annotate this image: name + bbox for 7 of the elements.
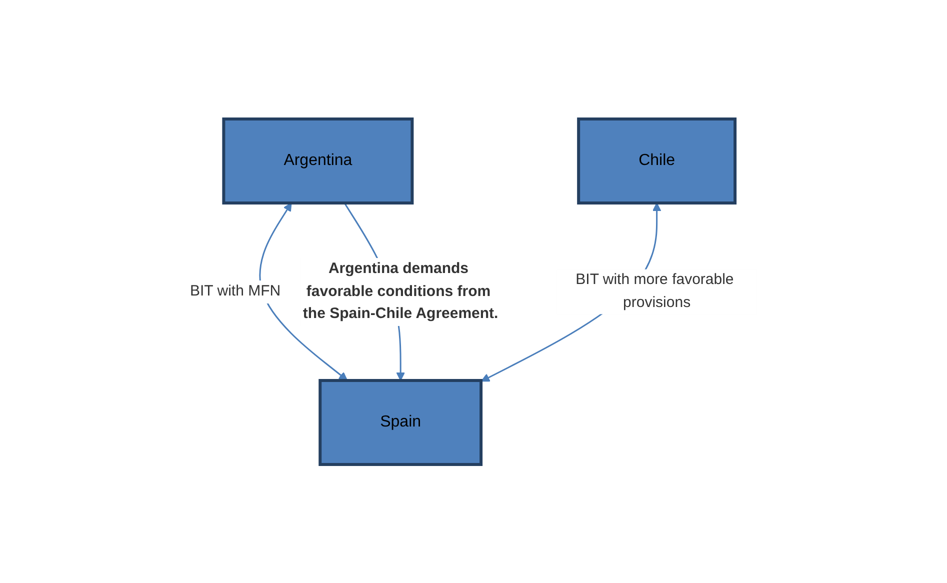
edge-label: Argentina demands favorable conditions from the Spain-Chile Agreement. — [303, 260, 498, 322]
node-box — [318, 378, 483, 466]
arrow — [259, 202, 348, 380]
edge-label: BIT with more favorable provisions — [576, 270, 734, 310]
node-box — [222, 117, 414, 204]
node-box — [577, 117, 737, 204]
edge-label: BIT with MFN — [190, 282, 281, 300]
